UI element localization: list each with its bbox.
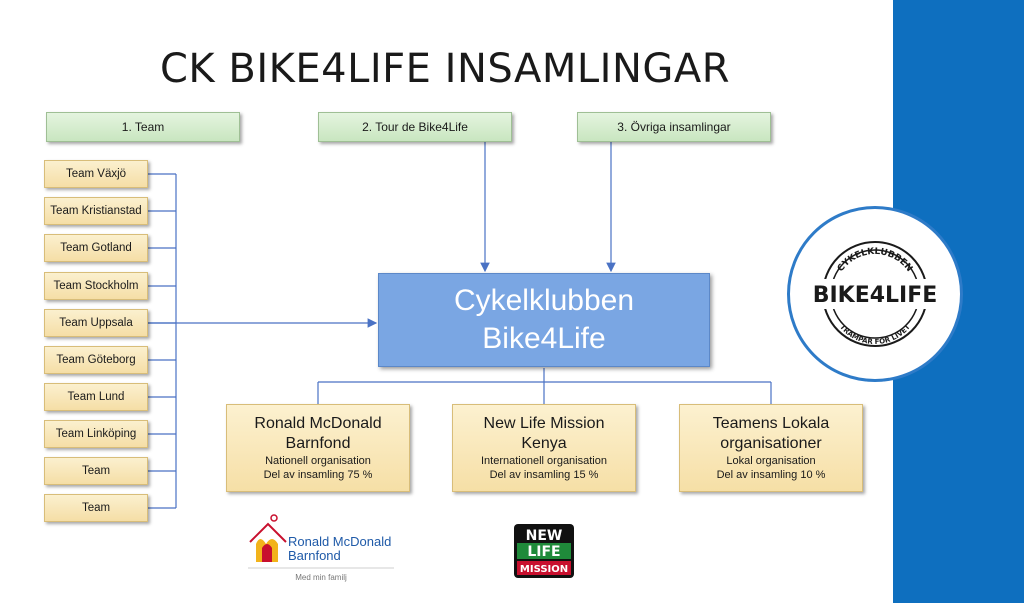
bike4life-main-text: BIKE4LIFE (813, 283, 938, 308)
team-box: Team Linköping (44, 420, 148, 448)
category-team: 1. Team (46, 112, 240, 142)
recipient-share: Del av insamling 75 % (263, 469, 373, 481)
house-icon (249, 514, 287, 562)
ronald-logo-line-2: Barnfond (288, 548, 341, 563)
recipient-name: Barnfond (285, 435, 351, 452)
ronald-mcdonald-logo: Ronald McDonald Barnfond Med min familj (246, 514, 396, 586)
recipient-type: Lokal organisation (726, 455, 816, 467)
recipient-name: Teamens Lokala (712, 415, 830, 432)
team-label: Team Kristianstad (50, 205, 142, 217)
team-box: Team Göteborg (44, 346, 148, 374)
team-label: Team Växjö (65, 168, 127, 180)
page-title: CK BIKE4LIFE INSAMLINGAR (160, 46, 731, 92)
recipient-share: Del av insamling 10 % (716, 469, 826, 481)
bike4life-logo-graphic: CYKELKLUBBEN BIKE4LIFE TRAMPAR FÖR LIVET (813, 241, 938, 347)
recipient-name: New Life Mission (483, 415, 605, 432)
category-team-label: 1. Team (121, 120, 165, 134)
team-label: Team Stockholm (53, 280, 139, 292)
recipient-share: Del av insamling 15 % (489, 469, 599, 481)
team-box: Team Lund (44, 383, 148, 411)
ronald-logo-line-1: Ronald McDonald (288, 534, 391, 549)
center-line-1: Cykelklubben (453, 284, 635, 317)
recipient-new-life-mission: New Life Mission Kenya Internationell or… (452, 404, 636, 492)
team-box: Team Gotland (44, 234, 148, 262)
recipient-ronald-mcdonald: Ronald McDonald Barnfond Nationell organ… (226, 404, 410, 492)
team-label: Team (81, 465, 111, 477)
team-box: Team (44, 457, 148, 485)
team-label: Team Linköping (55, 428, 137, 440)
team-label: Team Gotland (60, 242, 132, 254)
team-box: Team Stockholm (44, 272, 148, 300)
center-club-box: Cykelklubben Bike4Life (378, 273, 710, 367)
team-label: Team Uppsala (59, 317, 133, 329)
recipient-name: Kenya (521, 435, 567, 452)
ronald-logo-tagline: Med min familj (295, 573, 347, 582)
recipient-lokala: Teamens Lokala organisationer Lokal orga… (679, 404, 863, 492)
nlm-line-1: NEW (526, 528, 563, 544)
new-life-mission-logo: NEW LIFE MISSION (514, 524, 574, 578)
team-box: Team Kristianstad (44, 197, 148, 225)
recipient-name: organisationer (720, 435, 822, 452)
recipient-type: Nationell organisation (265, 455, 371, 467)
category-tour: 2. Tour de Bike4Life (318, 112, 512, 142)
recipient-type: Internationell organisation (481, 455, 607, 467)
team-label: Team Göteborg (56, 354, 136, 366)
nlm-line-3: MISSION (520, 564, 568, 575)
team-label: Team (81, 502, 111, 514)
team-box: Team Uppsala (44, 309, 148, 337)
recipient-name: Ronald McDonald (254, 415, 382, 432)
team-box: Team Växjö (44, 160, 148, 188)
category-tour-label: 2. Tour de Bike4Life (362, 120, 468, 134)
nlm-line-2: LIFE (527, 544, 560, 560)
center-line-2: Bike4Life (482, 322, 606, 355)
category-ovriga: 3. Övriga insamlingar (577, 112, 771, 142)
bike4life-logo: CYKELKLUBBEN BIKE4LIFE TRAMPAR FÖR LIVET (787, 206, 963, 382)
team-box: Team (44, 494, 148, 522)
team-label: Team Lund (67, 391, 125, 403)
category-ovriga-label: 3. Övriga insamlingar (617, 120, 731, 134)
